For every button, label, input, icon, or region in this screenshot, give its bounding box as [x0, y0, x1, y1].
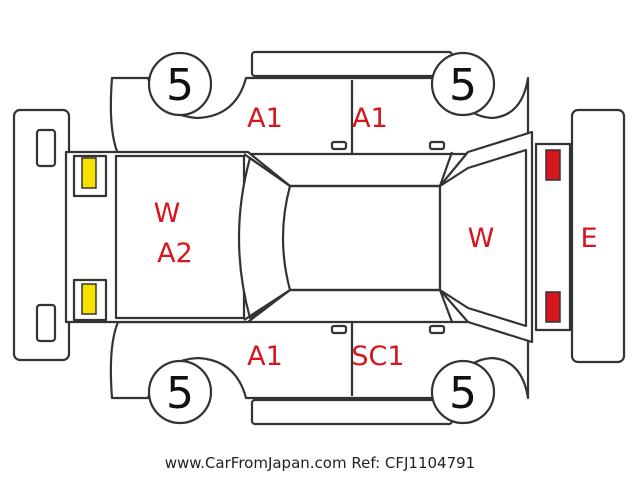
roof-bottom-panel — [250, 398, 454, 426]
windshield — [237, 156, 292, 320]
tire-rear-left: 5 — [430, 51, 496, 117]
mark-rear-right-door: SC1 — [351, 341, 404, 372]
mark-rear-bumper-e: E — [580, 223, 597, 254]
door-handle-rear-left — [428, 140, 446, 151]
rear-lamp-left — [545, 149, 561, 181]
mark-rear-left-door: A1 — [352, 103, 388, 134]
tire-front-right-value: 5 — [166, 368, 194, 419]
hood-panel — [114, 154, 246, 320]
tire-front-left: 5 — [147, 51, 213, 117]
mark-hood-a2: A2 — [157, 238, 193, 269]
tire-rear-right-value: 5 — [449, 368, 477, 419]
front-lamp-right — [81, 283, 97, 315]
door-handle-rear-right — [428, 324, 446, 335]
roof-top-panel — [250, 50, 454, 78]
tire-front-left-value: 5 — [166, 60, 194, 111]
rear-bumper — [570, 108, 626, 364]
mark-front-left-door: A1 — [247, 103, 283, 134]
mark-rear-glass-w: W — [468, 223, 495, 254]
footer-reference: www.CarFromJapan.com Ref: CFJ1104791 — [165, 454, 475, 472]
mark-front-right-door: A1 — [247, 341, 283, 372]
mark-hood-w: W — [154, 198, 181, 229]
right-side-panel — [109, 320, 530, 400]
car-body-top-view — [64, 130, 572, 344]
tire-rear-left-value: 5 — [449, 60, 477, 111]
front-bumper — [12, 108, 71, 362]
rear-lamp-right — [545, 291, 561, 323]
door-handle-front-left — [330, 140, 348, 151]
front-lamp-left — [81, 157, 97, 189]
door-handle-front-right — [330, 324, 348, 335]
tire-rear-right: 5 — [430, 359, 496, 425]
tire-front-right: 5 — [147, 359, 213, 425]
